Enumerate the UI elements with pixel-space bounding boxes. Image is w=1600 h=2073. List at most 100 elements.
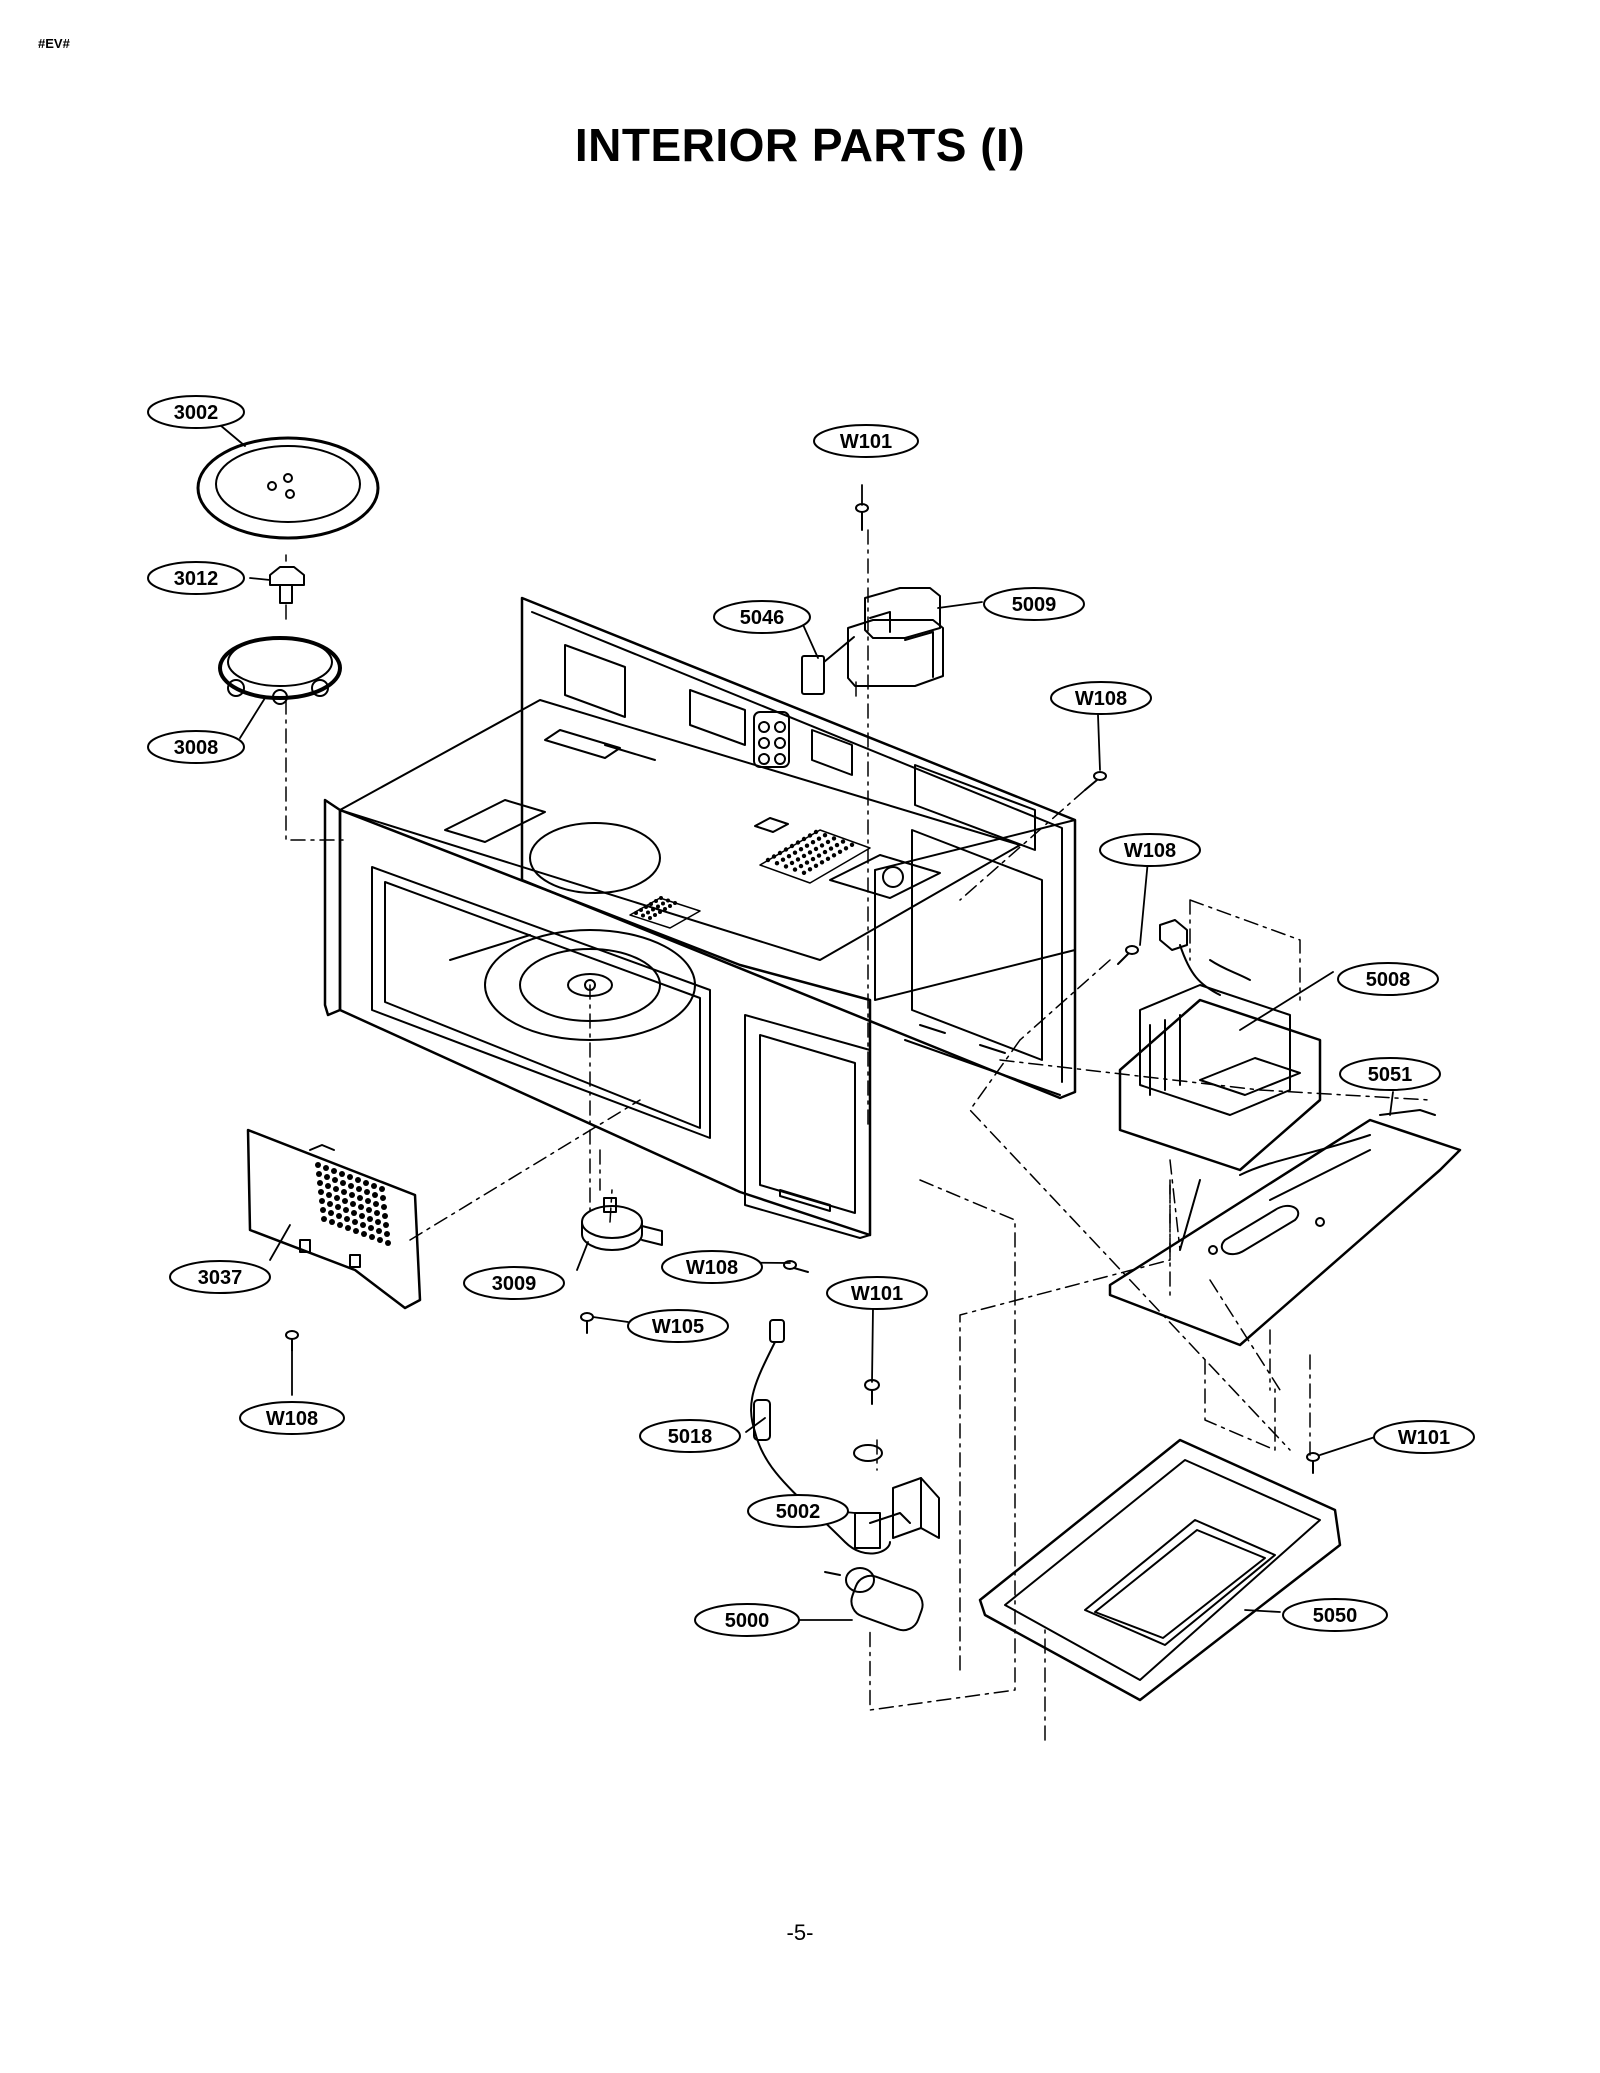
svg-text:5002: 5002 xyxy=(776,1501,821,1523)
vent-hole xyxy=(331,1168,337,1174)
vent-hole xyxy=(343,1207,349,1213)
svg-text:5018: 5018 xyxy=(668,1426,713,1448)
vent-hole xyxy=(807,867,813,872)
hv-transformer xyxy=(1118,919,1322,1172)
vent-hole xyxy=(344,1216,350,1222)
svg-text:W105: W105 xyxy=(652,1316,704,1338)
vent-hole xyxy=(634,911,638,915)
screw-w101-right xyxy=(1306,1452,1320,1474)
vent-hole xyxy=(849,842,855,847)
vent-hole xyxy=(795,840,801,845)
vent-hole xyxy=(668,904,672,908)
screw-w108-b xyxy=(1117,945,1139,965)
vent-hole xyxy=(837,849,843,854)
vent-hole xyxy=(350,1201,356,1207)
vent-hole xyxy=(639,908,643,912)
screw-w108-c xyxy=(783,1260,809,1273)
vent-hole xyxy=(646,910,650,915)
leader-lines xyxy=(219,424,1394,1621)
vent-hole xyxy=(337,1222,343,1228)
vent-hole xyxy=(340,1180,346,1186)
vent-hole xyxy=(341,1189,347,1195)
vent-hole xyxy=(373,1201,379,1207)
vent-hole xyxy=(810,856,816,862)
vent-hole xyxy=(822,833,828,838)
vent-hole xyxy=(659,896,663,900)
svg-text:3037: 3037 xyxy=(198,1267,243,1289)
assembly-lines xyxy=(285,529,1431,1741)
vent-hole xyxy=(765,857,771,863)
power-cord xyxy=(750,1319,891,1555)
callout-3009: 3009 xyxy=(463,1266,565,1300)
vent-hole xyxy=(843,846,849,851)
vent-hole xyxy=(328,1210,334,1216)
vent-hole xyxy=(801,853,807,859)
vent-hole xyxy=(363,1180,369,1186)
callout-5008: 5008 xyxy=(1337,962,1439,996)
page-number: -5- xyxy=(786,1920,814,1945)
vent-hole xyxy=(320,1207,326,1213)
vent-hole xyxy=(353,1228,359,1234)
callout-5051: 5051 xyxy=(1339,1057,1441,1091)
hv-diode xyxy=(801,636,855,695)
callout-w108-d: W108 xyxy=(239,1401,345,1435)
vent-hole xyxy=(801,870,807,875)
vent-hole xyxy=(780,857,786,862)
switch-bracket xyxy=(854,1477,940,1549)
vent-hole xyxy=(342,1198,348,1204)
svg-text:5000: 5000 xyxy=(725,1610,770,1632)
vent-hole xyxy=(816,853,822,858)
vent-hole xyxy=(334,1195,340,1201)
vent-hole xyxy=(786,854,792,859)
vent-hole xyxy=(816,836,822,841)
vent-hole xyxy=(666,898,670,903)
vent-hole xyxy=(792,850,798,855)
vent-hole xyxy=(316,1171,322,1177)
vent-hole xyxy=(807,833,813,838)
oven-cavity xyxy=(323,596,1077,1239)
callout-w108-b: W108 xyxy=(1099,833,1201,867)
callout-5002: 5002 xyxy=(747,1494,849,1528)
svg-text:W108: W108 xyxy=(1075,688,1127,710)
vent-hole xyxy=(789,843,795,849)
vent-hole xyxy=(347,1174,353,1180)
svg-text:W101: W101 xyxy=(1398,1427,1450,1449)
vent-hole xyxy=(336,1213,342,1219)
vent-hole xyxy=(840,839,846,844)
vent-hole xyxy=(355,1177,361,1183)
vent-hole xyxy=(377,1237,383,1243)
vent-hole xyxy=(831,853,837,858)
vent-hole xyxy=(653,913,657,917)
svg-text:W101: W101 xyxy=(851,1283,903,1305)
vent-hole xyxy=(385,1240,391,1246)
vent-hole xyxy=(352,1219,358,1225)
vent-hole xyxy=(795,857,801,862)
svg-text:W108: W108 xyxy=(686,1257,738,1279)
vent-hole xyxy=(819,843,825,848)
bottom-cover xyxy=(978,1438,1342,1702)
callouts: 3002 3012 3008 W101 5046 5009 W108 W108 … xyxy=(147,395,1475,1637)
callout-3037: 3037 xyxy=(169,1260,271,1294)
svg-text:5050: 5050 xyxy=(1313,1605,1358,1627)
vent-hole xyxy=(319,1198,325,1204)
vent-hole xyxy=(834,842,840,848)
vent-hole xyxy=(361,1231,367,1237)
vent-hole xyxy=(382,1213,388,1219)
hv-capacitor xyxy=(847,587,944,687)
svg-text:3012: 3012 xyxy=(174,568,219,590)
vent-hole xyxy=(323,1165,329,1171)
vent-hole xyxy=(801,836,807,842)
vent-hole xyxy=(351,1210,357,1216)
vent-hole xyxy=(369,1234,375,1240)
vent-hole xyxy=(365,1198,371,1204)
vent-hole xyxy=(349,1192,355,1198)
vent-hole xyxy=(792,867,798,872)
vent-hole xyxy=(644,905,648,909)
vent-hole xyxy=(789,860,795,866)
screw-w101-mid xyxy=(864,1379,880,1405)
vent-hole xyxy=(807,850,813,855)
vent-hole xyxy=(783,847,789,852)
vent-hole xyxy=(804,860,810,865)
callout-w101-top: W101 xyxy=(813,424,919,458)
vent-hole xyxy=(777,850,783,856)
